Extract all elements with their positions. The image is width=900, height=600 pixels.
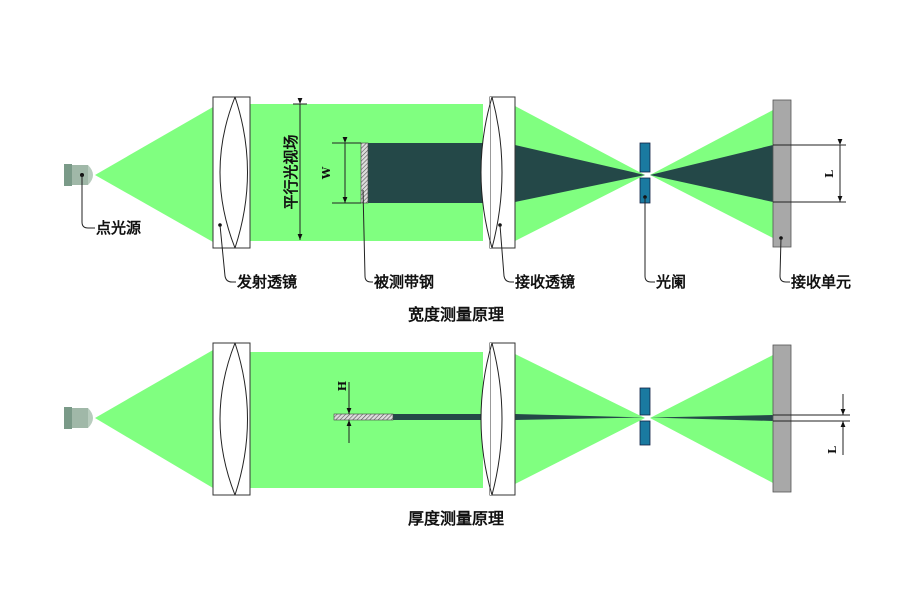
receiver-unit bbox=[772, 344, 792, 493]
aperture bbox=[639, 387, 651, 446]
source-beam-cone bbox=[95, 350, 213, 488]
strip-steel-hatched bbox=[333, 413, 394, 421]
source-beam-cone bbox=[95, 107, 213, 242]
strip-label: 被测带钢 bbox=[374, 273, 434, 291]
l-label: L bbox=[826, 446, 839, 454]
strip-shadow bbox=[368, 143, 483, 203]
point-source-icon bbox=[64, 164, 93, 186]
l-label: L bbox=[823, 170, 836, 178]
receive-lens bbox=[480, 96, 516, 249]
receive-lens-label: 接收透镜 bbox=[515, 273, 575, 291]
image-length-dimension: L bbox=[773, 139, 846, 203]
receiver-unit bbox=[772, 99, 792, 248]
point-source-icon bbox=[64, 407, 93, 429]
receiver-shadow-cone bbox=[650, 145, 773, 202]
strip-steel-hatched bbox=[360, 142, 369, 204]
receiver-label: 接收单元 bbox=[791, 273, 851, 291]
receiver-shadow-cone bbox=[650, 415, 773, 421]
parallel-field-dimension: 平行光视场 bbox=[282, 98, 307, 240]
receive-lens bbox=[480, 342, 516, 496]
parallel-field-label: 平行光视场 bbox=[282, 134, 300, 209]
aperture-label: 光阑 bbox=[655, 273, 686, 291]
width-diagram: 平行光视场 W bbox=[64, 96, 851, 324]
strip-thickness-dimension: H bbox=[336, 381, 352, 443]
receive-shadow-cone bbox=[515, 145, 645, 202]
image-length-dimension: L bbox=[773, 394, 850, 455]
emit-lens-label: 发射透镜 bbox=[236, 273, 297, 291]
h-label: H bbox=[336, 381, 349, 391]
thickness-diagram: H L 厚度测量原理 bbox=[64, 342, 850, 528]
strip-width-dimension: W bbox=[320, 137, 361, 204]
w-label: W bbox=[320, 166, 333, 180]
receive-beam-cone bbox=[515, 354, 645, 484]
emit-lens bbox=[212, 342, 251, 496]
thickness-diagram-title: 厚度测量原理 bbox=[408, 509, 504, 528]
aperture bbox=[639, 142, 651, 204]
strip-shadow bbox=[393, 414, 483, 420]
receive-shadow-cone bbox=[515, 414, 645, 420]
emit-lens bbox=[212, 96, 251, 249]
width-diagram-title: 宽度测量原理 bbox=[408, 305, 504, 324]
point-source-label: 点光源 bbox=[96, 219, 141, 237]
